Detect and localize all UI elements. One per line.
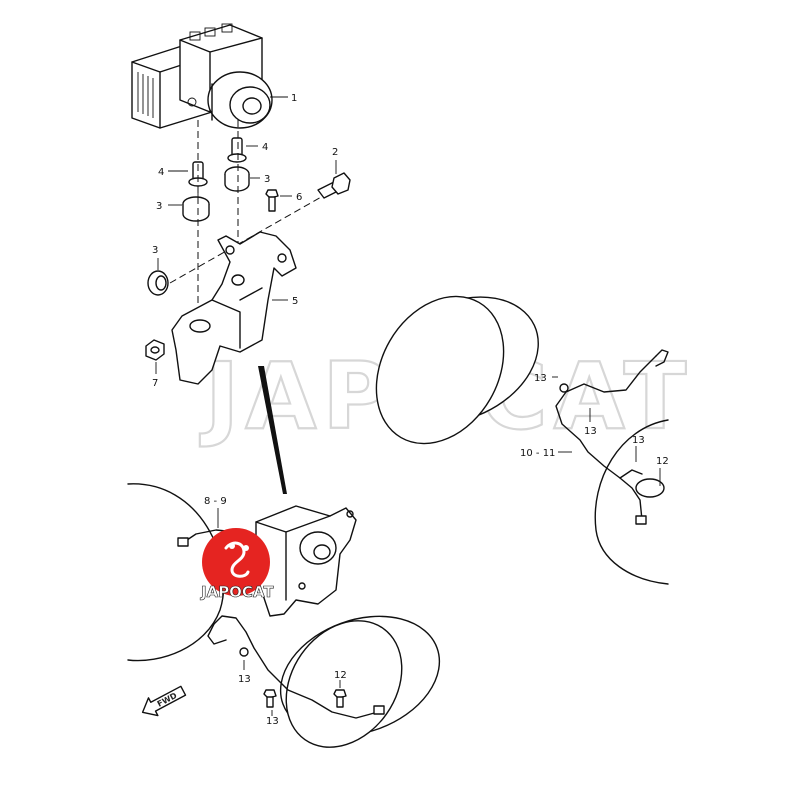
- callout-3a: 3: [264, 174, 270, 185]
- mounting-bracket: [171, 231, 297, 385]
- flange-nut: [145, 339, 165, 361]
- callout-8-9: 8 - 9: [204, 496, 227, 507]
- callout-5: 5: [292, 296, 298, 307]
- callout-13a: 13: [534, 373, 547, 384]
- japocat-logo: JAPOCAT: [200, 528, 275, 601]
- hydraulic-unit-assembly: [131, 23, 273, 129]
- callout-12a: 12: [656, 456, 669, 467]
- front-right-tire: [279, 615, 441, 748]
- callout-3b: 3: [156, 201, 162, 212]
- rubber-bushing-mid: [182, 196, 210, 222]
- bracket-bolt: [317, 172, 351, 199]
- front-left-tire: [127, 483, 225, 662]
- callout-4b: 4: [262, 142, 268, 153]
- callout-13d: 13: [238, 674, 251, 685]
- callout-10-11: 10 - 11: [520, 448, 555, 459]
- rear-tire: [375, 295, 539, 445]
- callout-2: 2: [332, 147, 338, 158]
- callout-7: 7: [152, 378, 158, 389]
- front-wheel-speed-sensor-harness: [207, 615, 385, 719]
- logo-text: JAPOCAT: [200, 583, 274, 601]
- rubber-bushing-top: [224, 166, 250, 192]
- installed-abs-unit: [255, 505, 357, 617]
- small-bolt: [265, 189, 279, 212]
- callout-13b: 13: [584, 426, 597, 437]
- callout-3c: 3: [152, 245, 158, 256]
- callout-1: 1: [291, 93, 297, 104]
- rear-hub-outline: [594, 419, 669, 585]
- callout-6: 6: [296, 192, 302, 203]
- rear-wheel-speed-sensor-harness: [555, 349, 669, 525]
- front-sensor-bolt: [263, 689, 277, 708]
- callout-4a: 4: [158, 167, 164, 178]
- callout-13e: 13: [266, 716, 279, 727]
- callout-12b: 12: [334, 670, 347, 681]
- callout-13c: 13: [632, 435, 645, 446]
- mount-bolt-right: [227, 137, 247, 163]
- front-sensor-bolt-12: [333, 689, 347, 708]
- rubber-bushing-side: [147, 270, 169, 296]
- location-pointer: [258, 366, 287, 494]
- forward-direction-arrow: FWD: [141, 685, 187, 717]
